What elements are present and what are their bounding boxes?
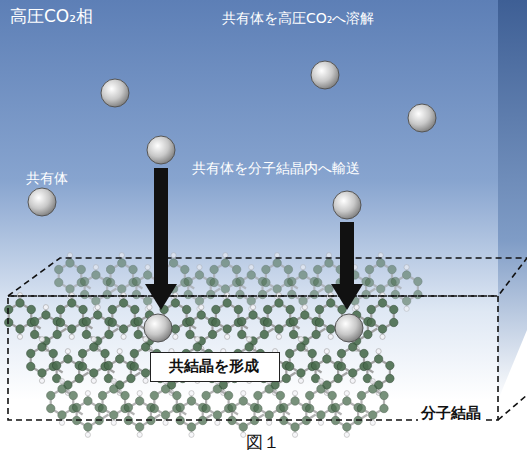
region-title: 分子結晶 xyxy=(418,404,484,422)
arrows xyxy=(145,168,363,310)
molecular-crystal xyxy=(5,253,423,438)
cocrystal-box: 共結晶を形成 xyxy=(150,352,280,382)
box-text: 共結晶を形成 xyxy=(169,357,261,375)
annotation: 共有体 xyxy=(26,170,68,187)
annotation: 共有体を高圧CO₂へ溶解 xyxy=(222,10,374,27)
crystal-dashed-outline xyxy=(8,258,527,420)
co2-phase-front xyxy=(0,0,498,400)
coformer-spheres xyxy=(28,61,436,342)
annotation: 共有体を分子結晶内へ輸送 xyxy=(192,160,360,177)
region-title: 高圧CO₂相 xyxy=(10,6,93,26)
co2-phase-side xyxy=(498,0,527,400)
figure-caption: 図１ xyxy=(246,432,280,452)
molecular-crystal-region: 分子結晶 共結晶を形成 xyxy=(8,296,498,420)
co2-phase: 高圧CO₂相 xyxy=(0,0,498,400)
